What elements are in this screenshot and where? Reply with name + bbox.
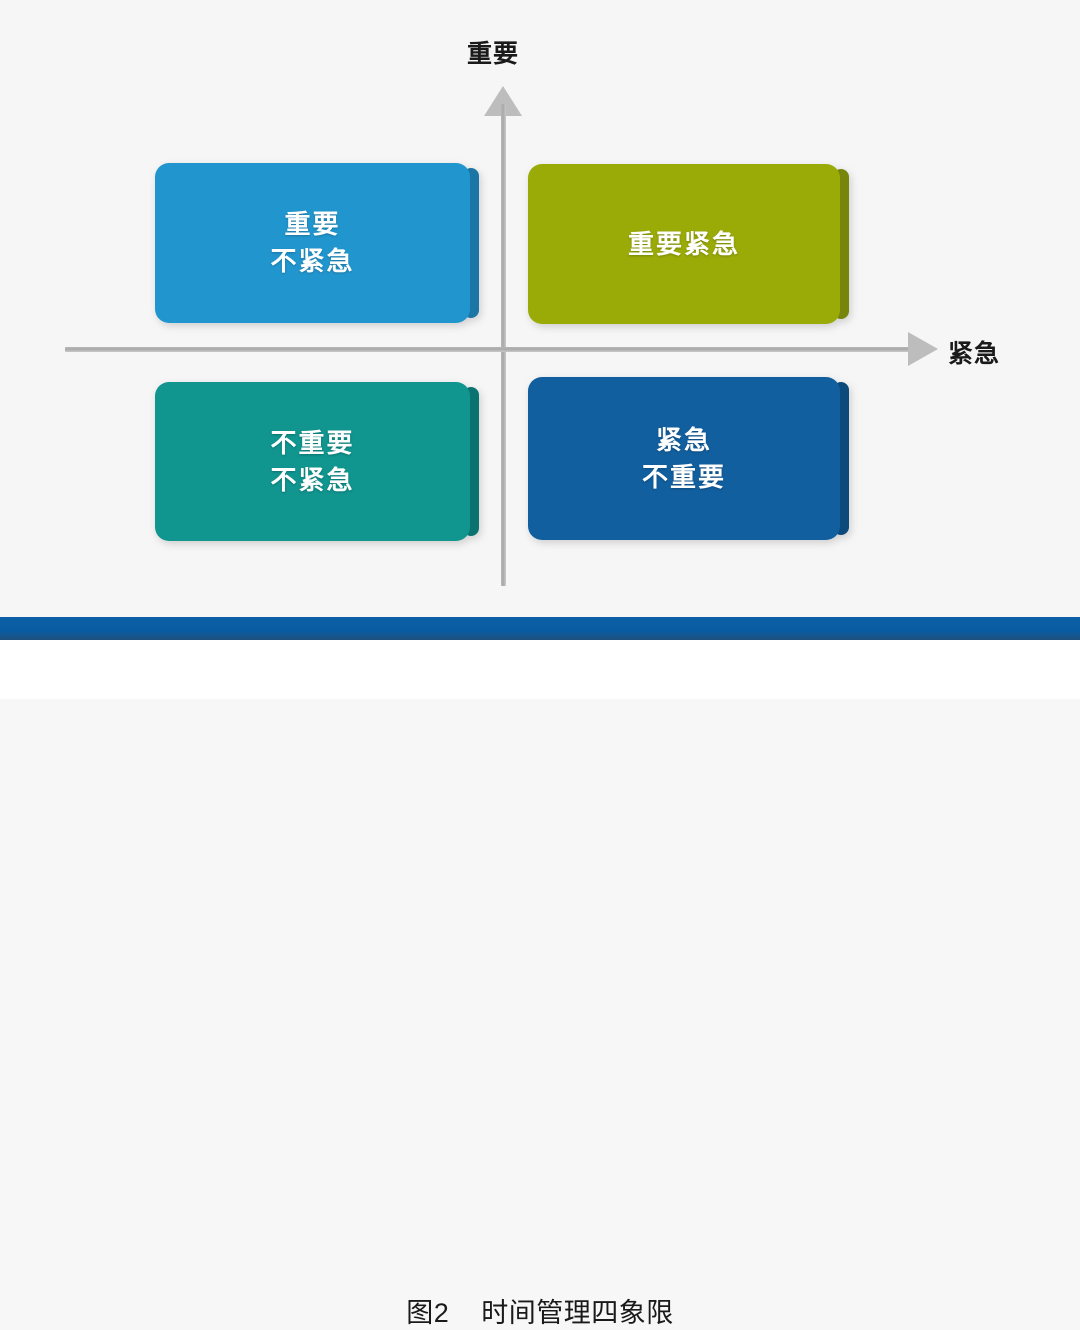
right-arrow-icon bbox=[908, 332, 938, 366]
quadrant-face bbox=[528, 377, 840, 540]
quadrant-label-line: 不重要 bbox=[641, 461, 726, 492]
caption-area: 图2 时间管理四象限 bbox=[0, 640, 1080, 1328]
quadrant-important-not-urgent[interactable]: 重要 不紧急 bbox=[155, 163, 479, 323]
horizontal-axis-label: 紧急 bbox=[948, 340, 1001, 368]
quadrant-face bbox=[528, 164, 840, 324]
quadrant-label-line: 重要 bbox=[284, 209, 341, 240]
quadrant-label: 重要紧急 bbox=[528, 226, 849, 263]
figure-caption: 图2 时间管理四象限 bbox=[406, 1298, 674, 1328]
quadrant-label-line: 不紧急 bbox=[270, 246, 355, 276]
quadrant-urgent-not-important[interactable]: 紧急 不重要 bbox=[528, 377, 849, 540]
quadrant-face bbox=[155, 382, 470, 541]
quadrant-label-line: 重要紧急 bbox=[627, 228, 740, 259]
quadrant-face bbox=[155, 163, 470, 323]
horizontal-axis-line bbox=[65, 347, 917, 352]
quadrant-label-line: 紧急 bbox=[655, 424, 712, 455]
vertical-axis-label: 重要 bbox=[467, 40, 520, 68]
quadrant-label-line: 不紧急 bbox=[270, 464, 355, 495]
accent-rule bbox=[0, 617, 1080, 640]
vertical-axis-line bbox=[501, 104, 506, 586]
quadrant-not-important-not-urgent[interactable]: 不重要 不紧急 bbox=[155, 382, 479, 541]
quadrant-label-line: 不重要 bbox=[270, 427, 355, 458]
quadrant-label: 紧急 不重要 bbox=[528, 422, 849, 496]
quadrant-label: 不重要 不紧急 bbox=[155, 425, 479, 499]
diagram-canvas: 重要 紧急 重要 不紧急 重要紧急 不重要 bbox=[0, 0, 1080, 617]
quadrant-label: 重要 不紧急 bbox=[155, 206, 479, 280]
quadrant-important-urgent[interactable]: 重要紧急 bbox=[528, 164, 849, 324]
